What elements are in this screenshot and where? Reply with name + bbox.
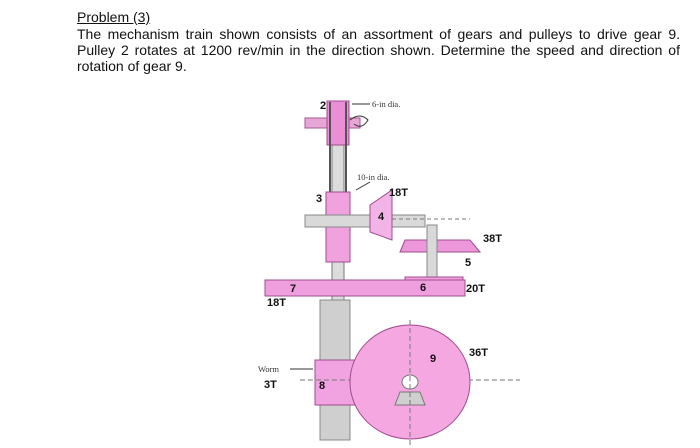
label-gear-4-teeth: 18T xyxy=(389,187,408,199)
label-gear-6-teeth: 20T xyxy=(466,283,485,295)
label-gear-5-teeth: 38T xyxy=(483,233,502,245)
label-pulley-2-dia: 6-in dia. xyxy=(372,99,400,109)
label-gear-9: 9 xyxy=(430,353,436,365)
label-gear-7: 7 xyxy=(290,283,296,295)
label-gear-6: 6 xyxy=(420,282,426,294)
label-pulley-2: 2 xyxy=(320,100,326,112)
label-worm-8: 8 xyxy=(319,380,325,392)
pulley-2 xyxy=(326,100,350,146)
label-pulley-3-dia: 10-in dia. xyxy=(357,172,390,182)
label-worm: Worm xyxy=(258,364,279,374)
label-gear-4: 4 xyxy=(378,211,385,223)
label-gear-5: 5 xyxy=(465,257,471,269)
gear-7 xyxy=(264,279,466,297)
shaft-5 xyxy=(426,224,438,286)
problem-heading: Problem (3) xyxy=(77,9,151,25)
rotation-arrow-icon xyxy=(349,115,369,127)
gear-4 xyxy=(369,189,393,241)
label-pulley-3: 3 xyxy=(316,193,322,205)
gear-9-support xyxy=(394,391,426,406)
dia3-leader xyxy=(355,181,371,191)
label-gear-7-teeth: 18T xyxy=(267,297,286,309)
gear-5 xyxy=(399,239,482,253)
label-worm-teeth: 3T xyxy=(264,379,277,391)
shaft-3-horizontal xyxy=(304,214,426,228)
problem-statement: The mechanism train shown consists of an… xyxy=(77,26,680,74)
label-gear-9-teeth: 36T xyxy=(469,347,488,359)
